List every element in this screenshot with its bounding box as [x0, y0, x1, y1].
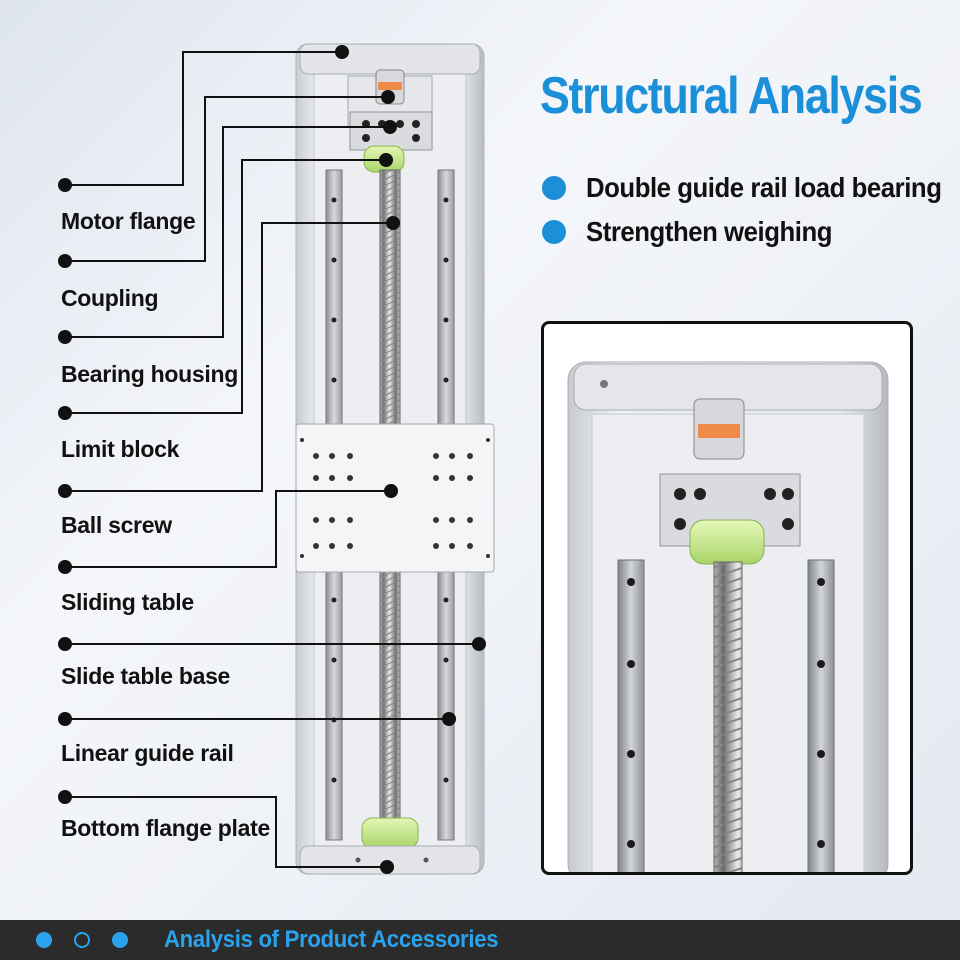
dot-marker-icon — [379, 153, 393, 167]
dot-marker-icon — [383, 120, 397, 134]
footer-title: Analysis of Product Accessories — [164, 926, 499, 953]
label-limit-block: Limit block — [61, 436, 180, 462]
indicator-dot-filled-icon — [112, 932, 128, 948]
circle-bullet-icon — [542, 220, 566, 244]
sliding-table — [295, 423, 495, 573]
dot-marker-icon — [58, 254, 72, 268]
dot-marker-icon — [58, 406, 72, 420]
detail-illustration — [567, 361, 889, 872]
page-title: Structural Analysis — [540, 67, 923, 125]
feature-item: Strengthen weighing — [542, 216, 853, 248]
dot-marker-icon — [442, 712, 456, 726]
dot-marker-icon — [381, 90, 395, 104]
dot-marker-icon — [58, 178, 72, 192]
label-ball-screw: Ball screw — [61, 512, 172, 538]
dot-marker-icon — [386, 216, 400, 230]
dot-marker-icon — [58, 484, 72, 498]
dot-marker-icon — [384, 484, 398, 498]
dot-marker-icon — [58, 560, 72, 574]
label-coupling: Coupling — [61, 285, 159, 311]
dot-marker-icon — [472, 637, 486, 651]
label-motor-flange: Motor flange — [61, 208, 196, 234]
label-slide-table-base: Slide table base — [61, 663, 231, 689]
limit-block-bottom — [361, 817, 419, 849]
feature-text: Strengthen weighing — [586, 216, 832, 247]
label-bottom-flange-plate: Bottom flange plate — [61, 815, 270, 841]
label-bearing-housing: Bearing housing — [61, 361, 238, 387]
label-sliding-table: Sliding table — [61, 589, 194, 615]
dot-marker-icon — [58, 330, 72, 344]
circle-bullet-icon — [542, 176, 566, 200]
detail-zoom-view — [541, 321, 913, 875]
linear-module-illustration — [295, 43, 495, 875]
feature-text: Double guide rail load bearing — [586, 172, 942, 203]
feature-item: Double guide rail load bearing — [542, 172, 960, 204]
indicator-dot-hollow-icon — [74, 932, 90, 948]
dot-marker-icon — [335, 45, 349, 59]
indicator-dot-filled-icon — [36, 932, 52, 948]
label-linear-guide-rail: Linear guide rail — [61, 740, 234, 766]
dot-marker-icon — [58, 790, 72, 804]
dot-marker-icon — [58, 712, 72, 726]
footer-bar: Analysis of Product Accessories — [0, 920, 960, 960]
dot-marker-icon — [58, 637, 72, 651]
dot-marker-icon — [380, 860, 394, 874]
